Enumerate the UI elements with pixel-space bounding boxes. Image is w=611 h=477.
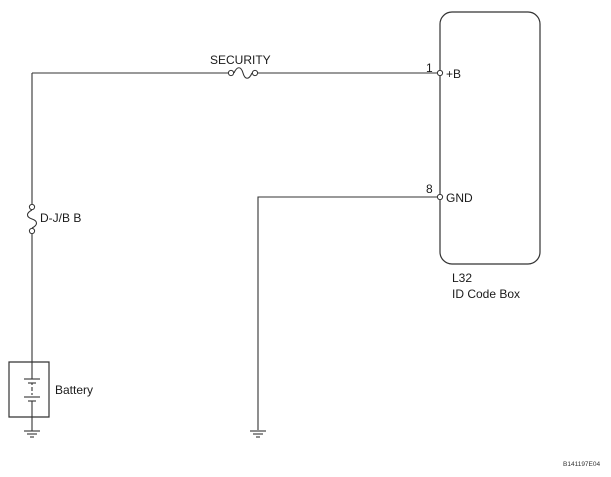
djb-fuse-label: D-J/B B bbox=[40, 211, 81, 225]
wire-gnd bbox=[258, 197, 440, 430]
battery-ground-icon bbox=[24, 417, 40, 437]
figure-id: B141197E04 bbox=[563, 461, 600, 468]
pin-8-name: GND bbox=[446, 191, 473, 205]
battery-label: Battery bbox=[55, 383, 93, 397]
pin-8-terminal bbox=[437, 194, 442, 199]
djb-fuse-symbol bbox=[28, 204, 37, 233]
battery-box bbox=[9, 362, 49, 417]
pin-1-number: 1 bbox=[426, 61, 433, 75]
component-name: ID Code Box bbox=[452, 287, 520, 301]
component-code: L32 bbox=[452, 271, 472, 285]
battery-symbol bbox=[9, 362, 49, 417]
security-fuse-symbol bbox=[228, 68, 257, 79]
gnd-ground-icon bbox=[250, 431, 266, 437]
security-fuse-label: SECURITY bbox=[210, 53, 271, 67]
pin-1-name: +B bbox=[446, 67, 461, 81]
id-code-box-outline bbox=[440, 12, 540, 264]
pin-8-number: 8 bbox=[426, 182, 433, 196]
pin-1-terminal bbox=[437, 70, 442, 75]
